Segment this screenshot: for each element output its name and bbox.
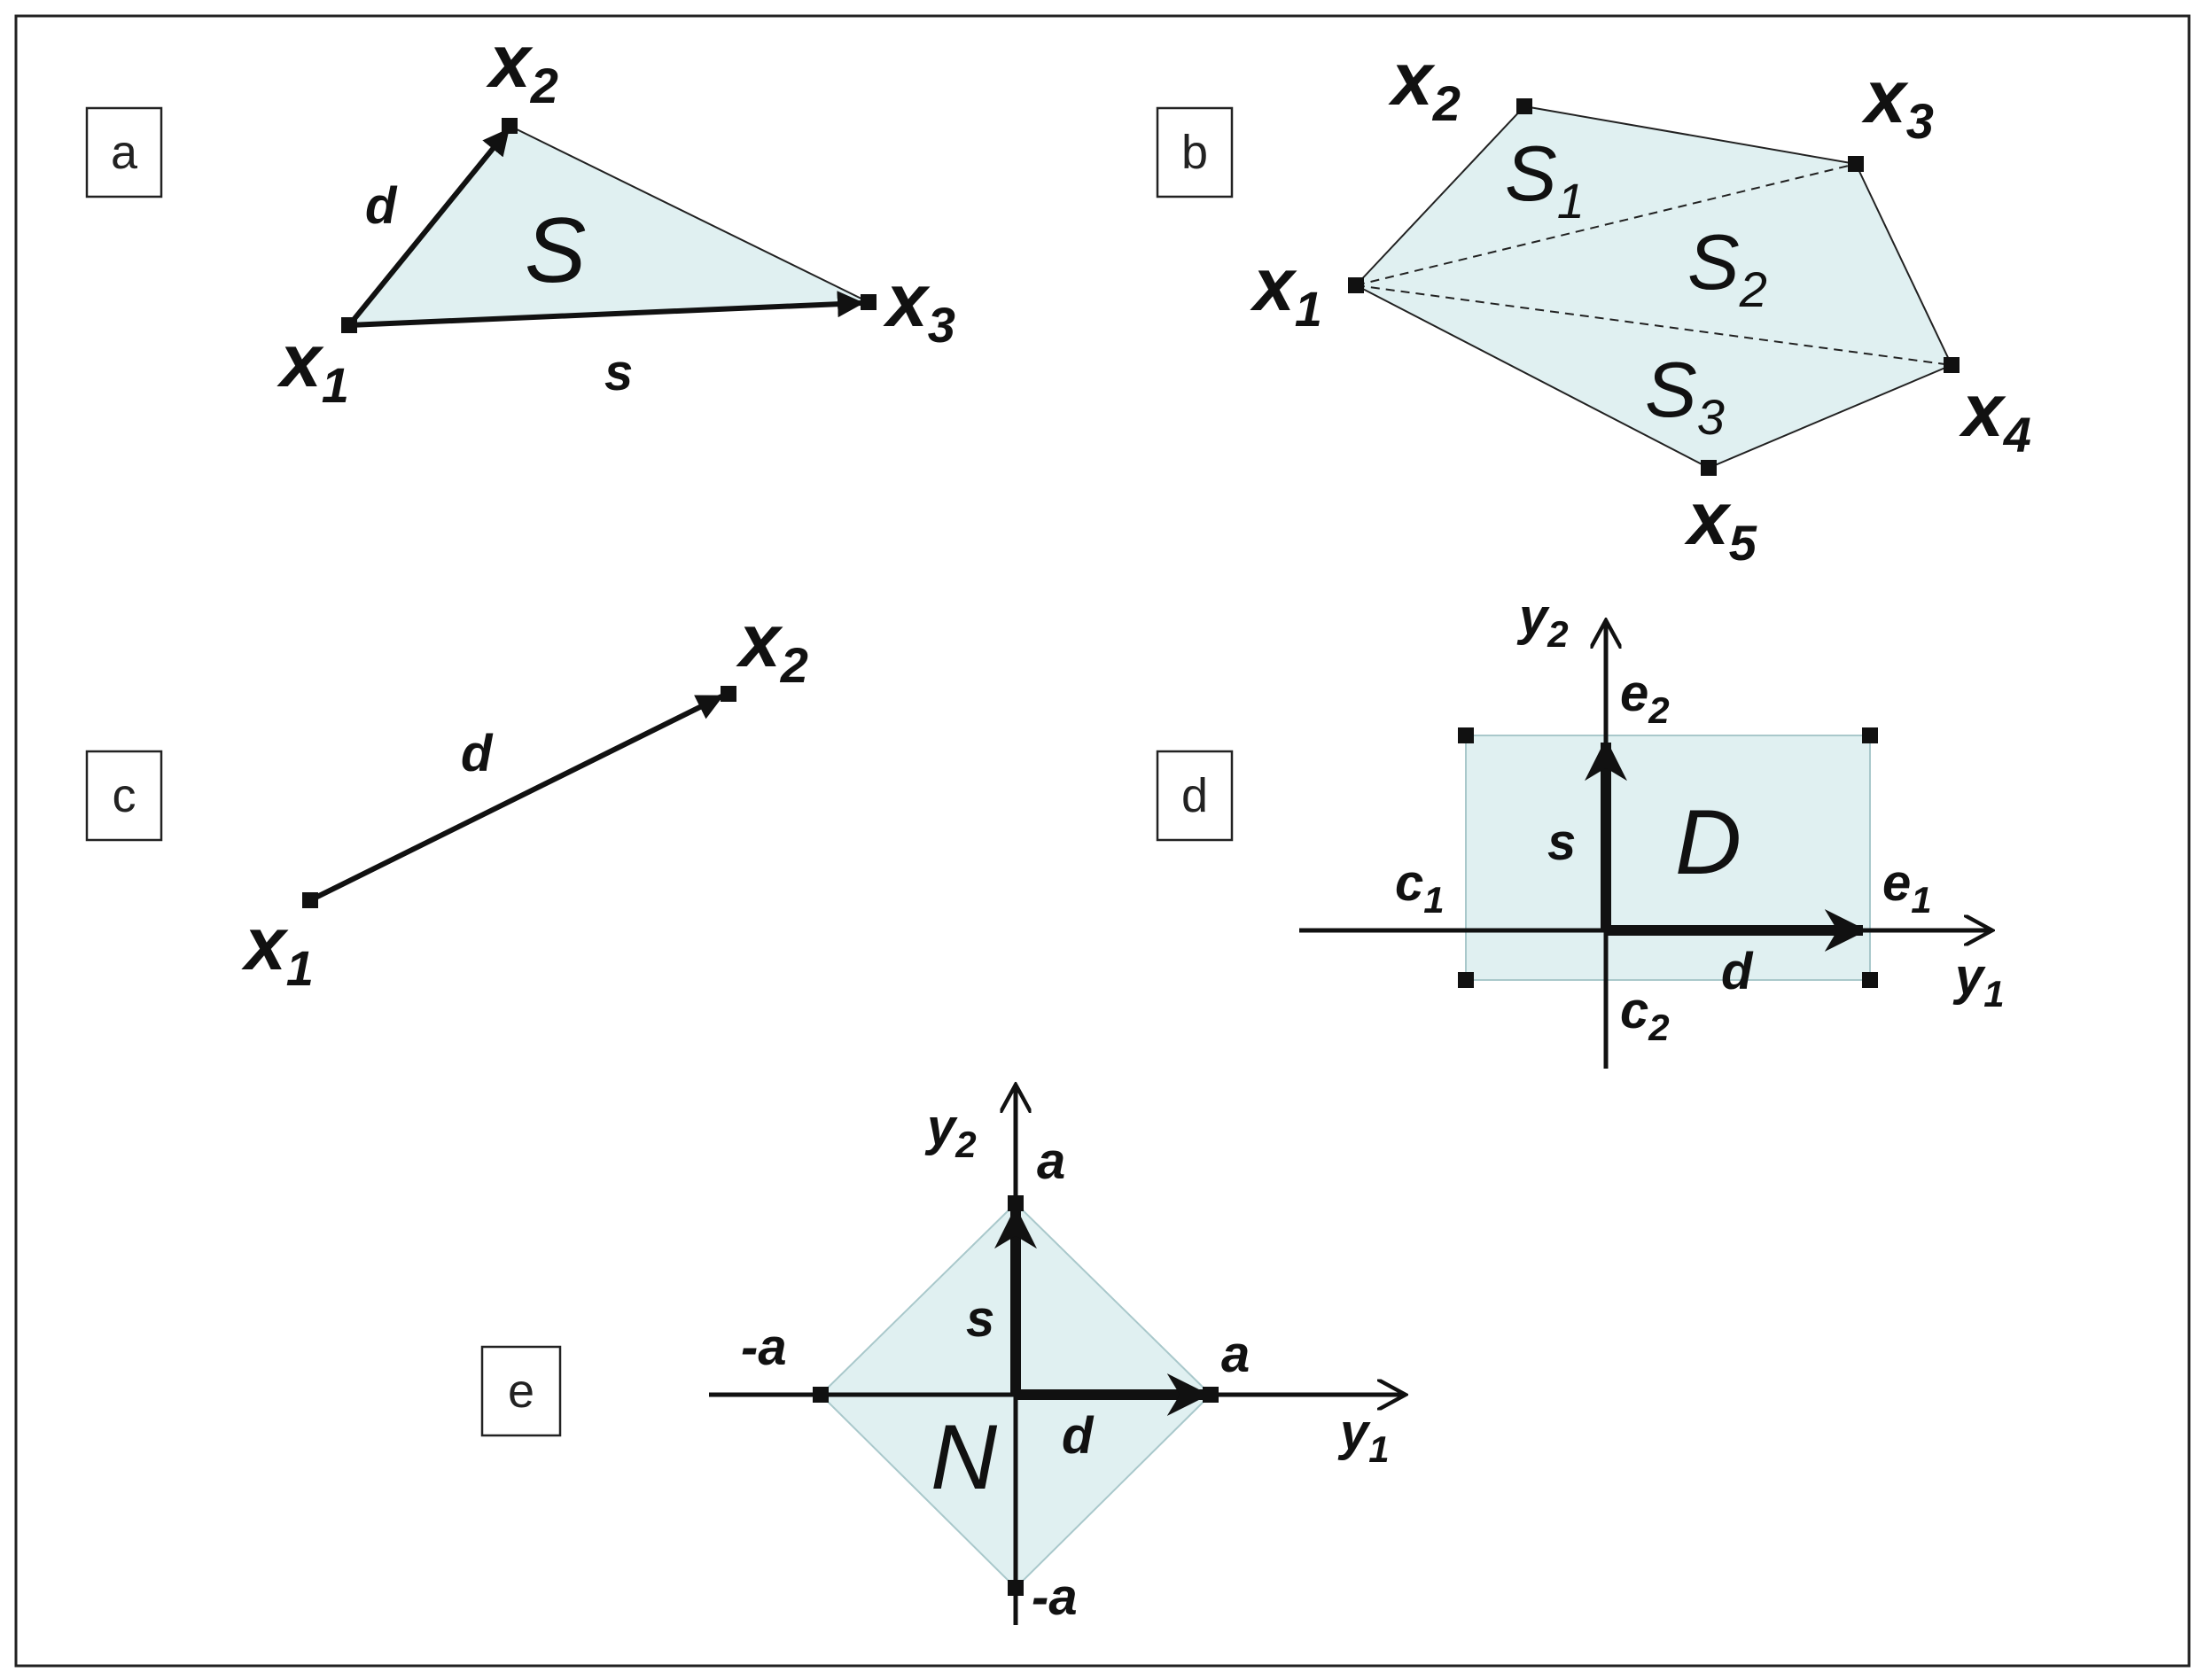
label-y1: y1 bbox=[1952, 948, 2005, 1015]
label-vector-s: s bbox=[966, 1290, 994, 1348]
label-neg-a-bottom: -a bbox=[1032, 1568, 1078, 1626]
panel-c: c x1 x2 d bbox=[85, 599, 808, 996]
pentagon bbox=[1354, 105, 1953, 470]
label-edge-s: s bbox=[604, 344, 633, 401]
label-c2: c2 bbox=[1620, 982, 1670, 1048]
vertex-x5 bbox=[1701, 460, 1717, 476]
label-x1: x1 bbox=[1250, 243, 1322, 337]
label-x2: x2 bbox=[486, 19, 558, 113]
panel-e-letter: e bbox=[508, 1365, 534, 1418]
label-x1: x1 bbox=[241, 902, 314, 996]
vertex-x2 bbox=[502, 118, 518, 134]
label-x2: x2 bbox=[736, 599, 808, 693]
vertex-x4 bbox=[1944, 357, 1960, 373]
label-edge-d: d bbox=[365, 177, 398, 235]
label-c1: c1 bbox=[1395, 854, 1445, 921]
corner-top-right bbox=[1862, 727, 1878, 743]
label-e1: e1 bbox=[1882, 854, 1932, 921]
corner-top-left bbox=[1458, 727, 1474, 743]
panel-a: a x1 x2 x3 d s S bbox=[85, 19, 955, 413]
label-vector-d: d bbox=[1721, 943, 1754, 1000]
label-a-top: a bbox=[1037, 1132, 1065, 1190]
corner-bottom-right bbox=[1862, 972, 1878, 988]
label-x3: x3 bbox=[883, 259, 955, 353]
label-neg-a-left: -a bbox=[741, 1318, 787, 1376]
rectangle-d bbox=[1465, 735, 1871, 981]
panel-a-letter: a bbox=[111, 126, 138, 179]
label-e2: e2 bbox=[1620, 665, 1670, 731]
panel-b-letter: b bbox=[1181, 126, 1208, 179]
panel-c-letter: c bbox=[113, 769, 136, 822]
label-x1: x1 bbox=[277, 319, 349, 413]
panel-d-letter: d bbox=[1181, 769, 1208, 822]
vertex-x1 bbox=[341, 317, 357, 333]
figure-frame bbox=[14, 14, 2191, 1668]
label-area-s: S bbox=[525, 199, 586, 302]
label-x3: x3 bbox=[1861, 55, 1934, 149]
label-y2: y2 bbox=[924, 1099, 977, 1165]
vertex-x1 bbox=[1348, 277, 1364, 293]
panel-b: b x1 x2 x3 x4 x5 S1 S2 S3 bbox=[1156, 37, 2031, 571]
diagonal-x1-x4 bbox=[1355, 284, 1952, 366]
vertex-x2 bbox=[1516, 98, 1532, 114]
edge-s-arrow bbox=[348, 291, 864, 328]
edge-d-arrow bbox=[347, 128, 510, 327]
diagonal-x1-x3 bbox=[1355, 163, 1857, 286]
label-area-d: D bbox=[1675, 791, 1741, 894]
vertex-left bbox=[813, 1387, 829, 1403]
edge-d-arrow bbox=[308, 694, 724, 903]
label-area-n: N bbox=[931, 1406, 998, 1509]
corner-bottom-left bbox=[1458, 972, 1474, 988]
label-x2: x2 bbox=[1388, 37, 1461, 131]
panel-d-label-box bbox=[1156, 750, 1234, 842]
vertex-x3 bbox=[861, 294, 877, 310]
label-x4: x4 bbox=[1959, 369, 2031, 463]
label-s3: S3 bbox=[1645, 346, 1725, 445]
label-vector-d: d bbox=[1062, 1407, 1095, 1465]
panel-a-label-box bbox=[85, 106, 163, 198]
panel-e-label-box bbox=[480, 1345, 562, 1437]
label-a-right: a bbox=[1221, 1326, 1250, 1383]
vertex-top bbox=[1008, 1195, 1024, 1211]
vertex-x2 bbox=[721, 686, 736, 702]
label-s1: S1 bbox=[1505, 129, 1585, 229]
panel-c-label-box bbox=[85, 750, 163, 842]
vertex-bottom bbox=[1008, 1580, 1024, 1596]
panel-e: e y2 y1 a a -a -a s d N bbox=[480, 1085, 1406, 1626]
vertex-right bbox=[1203, 1387, 1219, 1403]
panel-d: d y2 y1 e2 e1 c1 c2 s d D bbox=[1156, 588, 2005, 1069]
label-s2: S2 bbox=[1687, 218, 1767, 317]
label-x5: x5 bbox=[1684, 477, 1757, 571]
vertex-x1 bbox=[302, 892, 318, 908]
vertex-x3 bbox=[1848, 156, 1864, 172]
label-vector-s: s bbox=[1547, 813, 1576, 871]
label-y1: y1 bbox=[1337, 1404, 1390, 1470]
panel-b-label-box bbox=[1156, 106, 1234, 198]
label-y2: y2 bbox=[1516, 588, 1569, 655]
label-edge-d: d bbox=[461, 725, 494, 782]
